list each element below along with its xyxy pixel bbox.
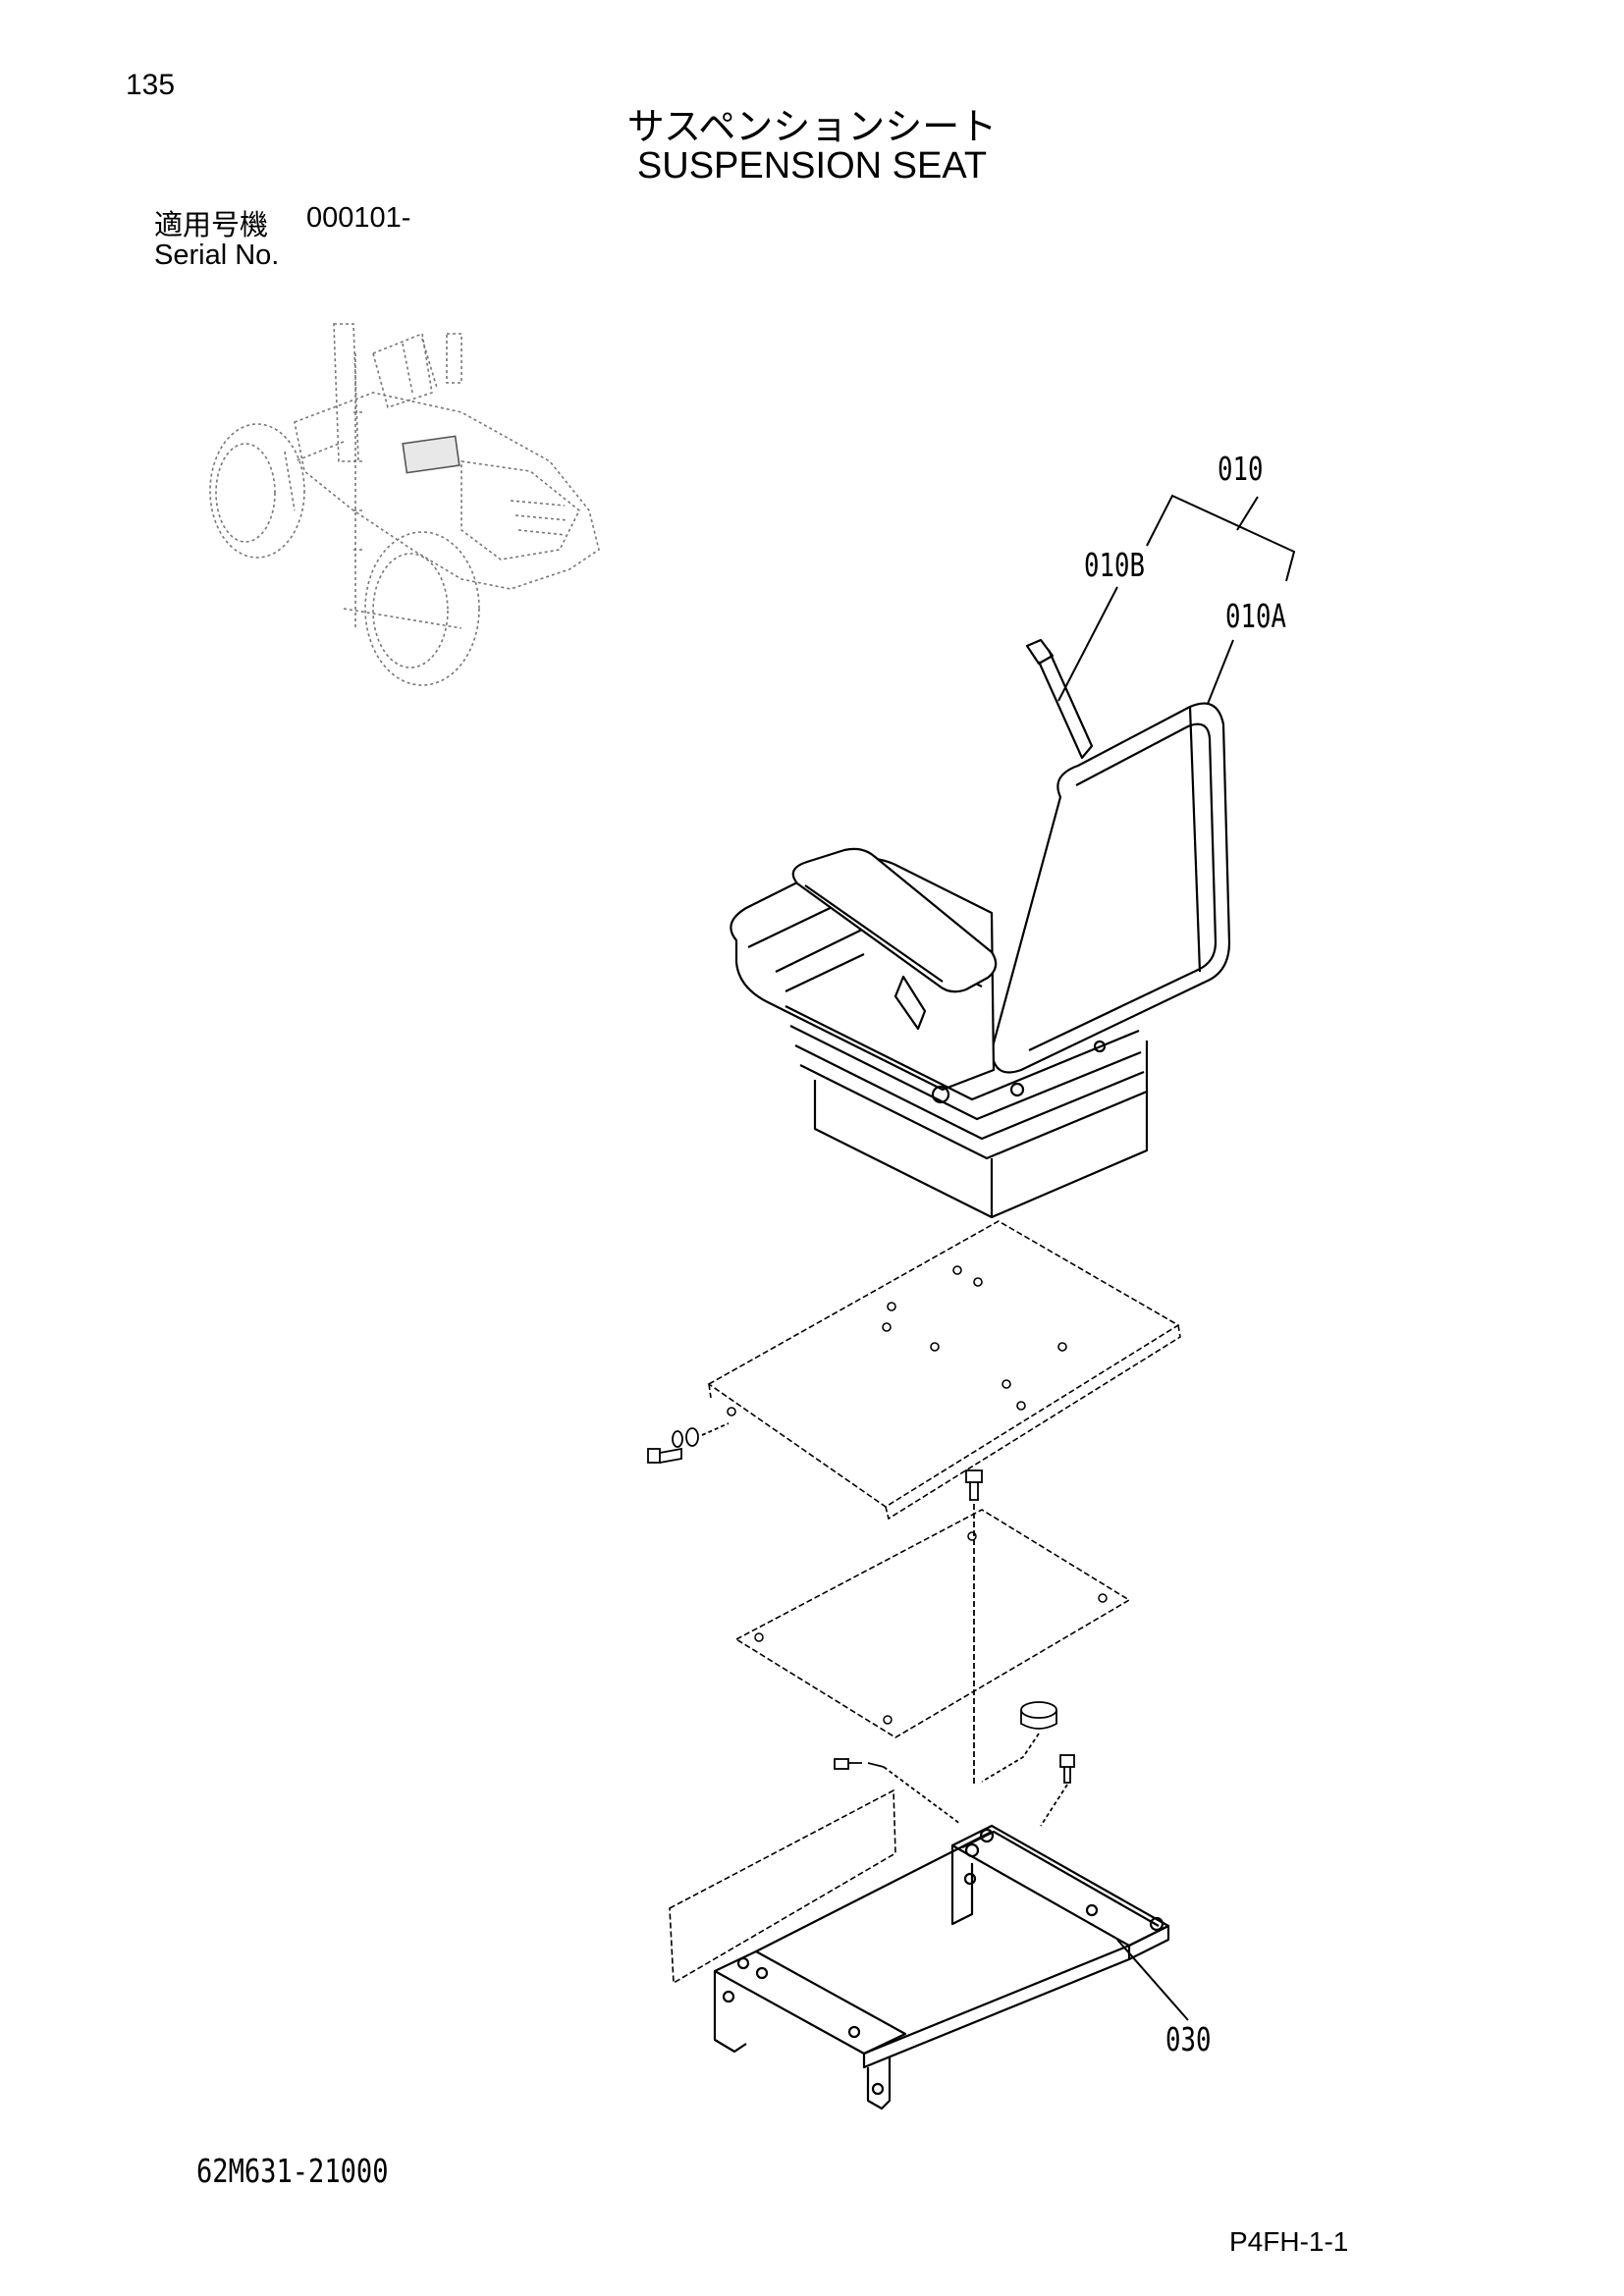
- serial-label-japanese: 適用号機: [154, 208, 269, 241]
- callout-seat: 010A: [1225, 597, 1286, 635]
- page-title-english: SUSPENSION SEAT: [636, 145, 988, 187]
- page-code: P4FH-1-1: [1229, 2226, 1349, 2257]
- page-title-japanese: サスペンションシート: [626, 105, 998, 148]
- serial-number-value: 000101-: [306, 202, 411, 234]
- bolt-and-washers: [647, 1422, 730, 1464]
- callout-seat-assembly: 010: [1218, 450, 1264, 488]
- suspension-seat-drawing: [730, 638, 1231, 1219]
- callout-seat-belt: 010B: [1084, 546, 1145, 584]
- bracket-fasteners: [834, 1701, 1075, 1827]
- top-bolt: [965, 1469, 983, 1787]
- seat-bracket-frame: [713, 1824, 1170, 2110]
- callout-bracket: 030: [1165, 2020, 1212, 2058]
- floor-mat-holes: [754, 1531, 1108, 1725]
- callout-leaders: [1057, 494, 1296, 2021]
- mounting-plate-holes: [727, 1265, 1067, 1416]
- machine-location-illustration: [209, 323, 600, 686]
- page-number: 135: [126, 69, 176, 101]
- mounting-plate-top: [707, 1220, 1181, 1521]
- drawing-number: 62M631-21000: [196, 2152, 389, 2190]
- serial-label-english: Serial No.: [154, 240, 280, 271]
- floor-mat: [734, 1509, 1131, 1738]
- rear-panel: [669, 1789, 896, 1985]
